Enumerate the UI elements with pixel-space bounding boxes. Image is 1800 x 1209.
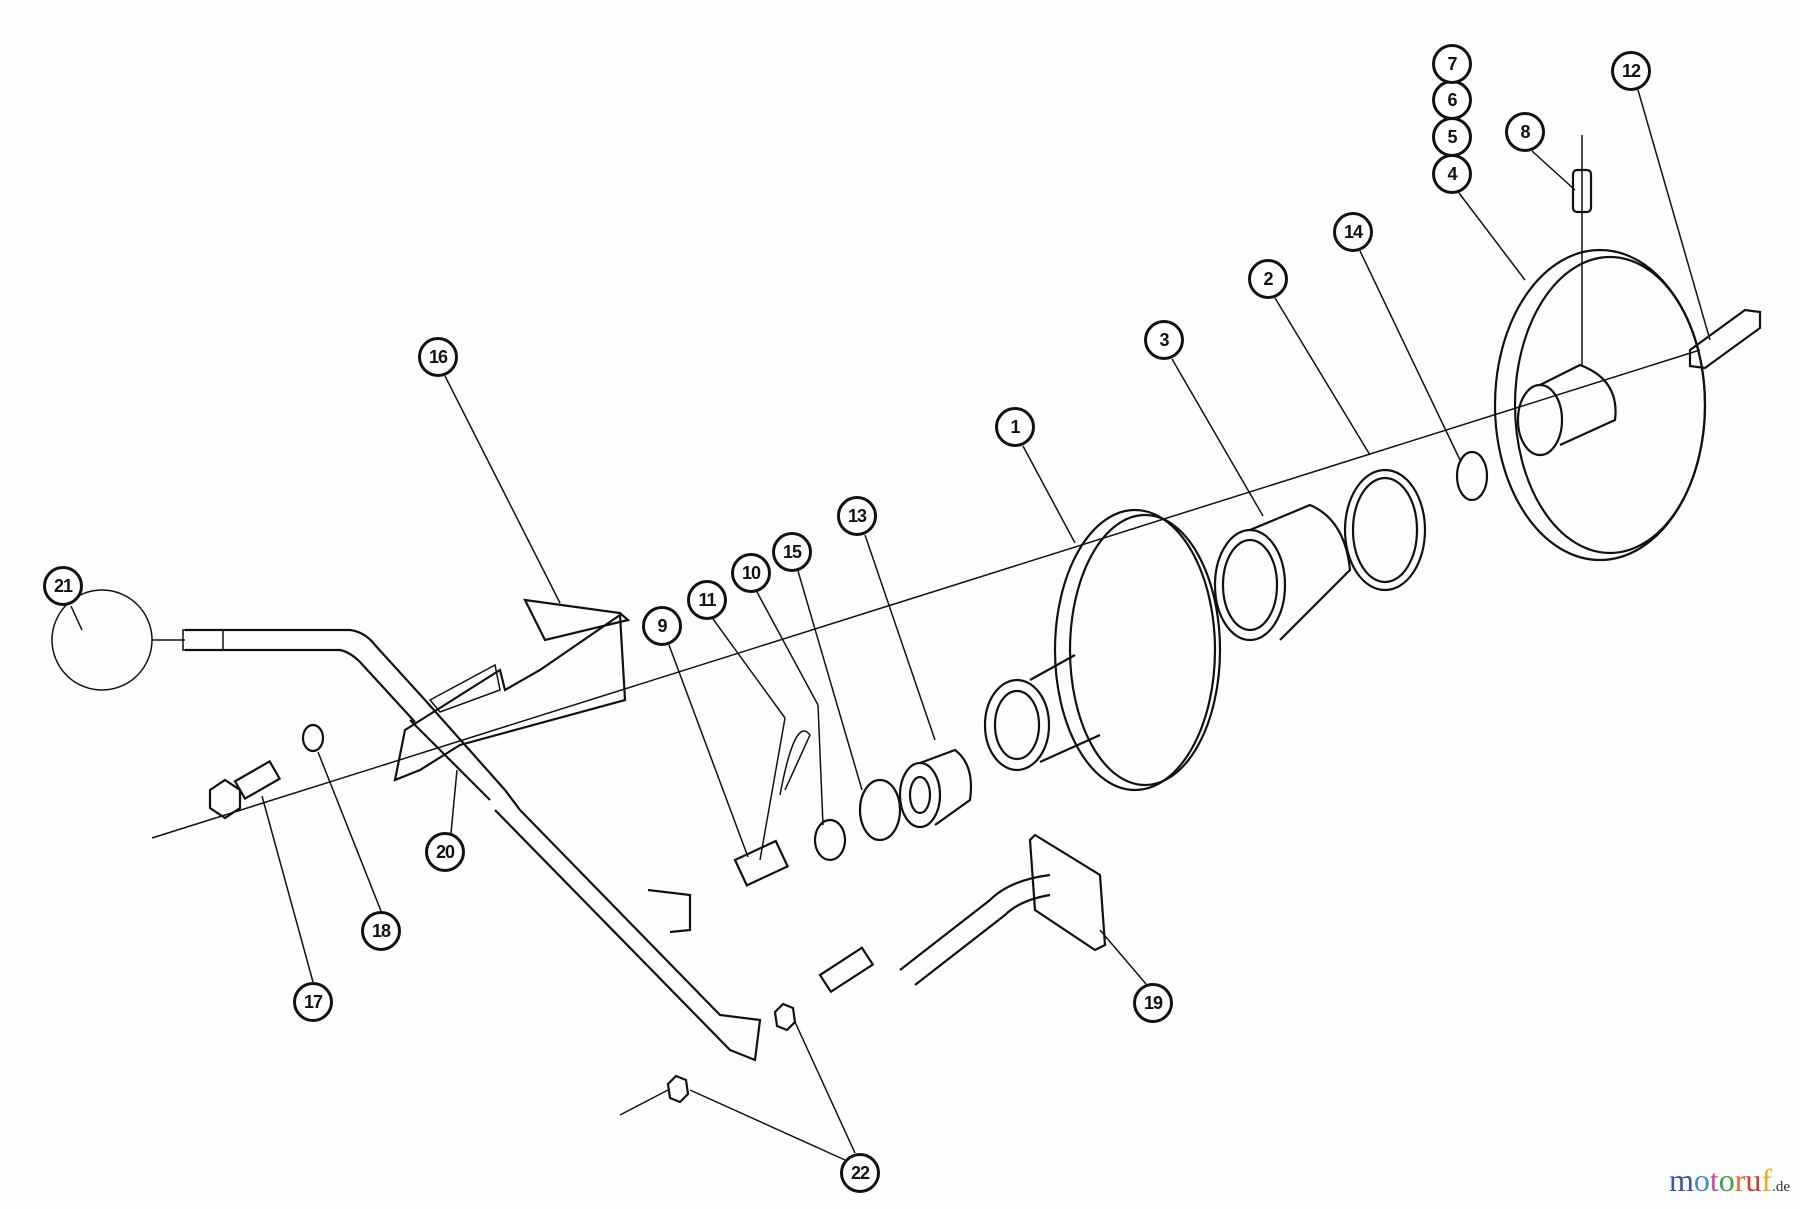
- callout-21: 21: [43, 566, 83, 606]
- callout-6: 6: [1432, 80, 1472, 120]
- watermark-letter: m: [1668, 1162, 1694, 1198]
- callout-18: 18: [361, 911, 401, 951]
- watermark-letters: motoruf: [1669, 1162, 1772, 1199]
- watermark-letter: f: [1761, 1162, 1773, 1198]
- callout-11: 11: [687, 580, 727, 620]
- callout-9: 9: [642, 606, 682, 646]
- callout-10: 10: [731, 553, 771, 593]
- watermark-letter: u: [1745, 1162, 1762, 1198]
- callout-4: 4: [1432, 154, 1472, 194]
- watermark-letter: t: [1709, 1162, 1719, 1198]
- callout-22: 22: [840, 1153, 880, 1193]
- callout-1: 1: [995, 407, 1035, 447]
- callout-17: 17: [293, 982, 333, 1022]
- callout-13: 13: [837, 496, 877, 536]
- callout-12: 12: [1611, 51, 1651, 91]
- callout-20: 20: [425, 832, 465, 872]
- watermark-letter: o: [1693, 1162, 1710, 1198]
- callout-3: 3: [1144, 320, 1184, 360]
- callout-15: 15: [772, 532, 812, 572]
- leader-lines: [70, 89, 1711, 1161]
- watermark-suffix: .de: [1772, 1179, 1790, 1195]
- callout-8: 8: [1505, 112, 1545, 152]
- watermark-letter: r: [1734, 1162, 1746, 1198]
- callout-19: 19: [1133, 983, 1173, 1023]
- watermark-logo: motoruf.de: [1669, 1162, 1790, 1199]
- callout-14: 14: [1333, 212, 1373, 252]
- callout-7: 7: [1432, 44, 1472, 84]
- watermark-letter: o: [1718, 1162, 1735, 1198]
- callout-5: 5: [1432, 117, 1472, 157]
- callout-2: 2: [1248, 259, 1288, 299]
- callout-16: 16: [418, 337, 458, 377]
